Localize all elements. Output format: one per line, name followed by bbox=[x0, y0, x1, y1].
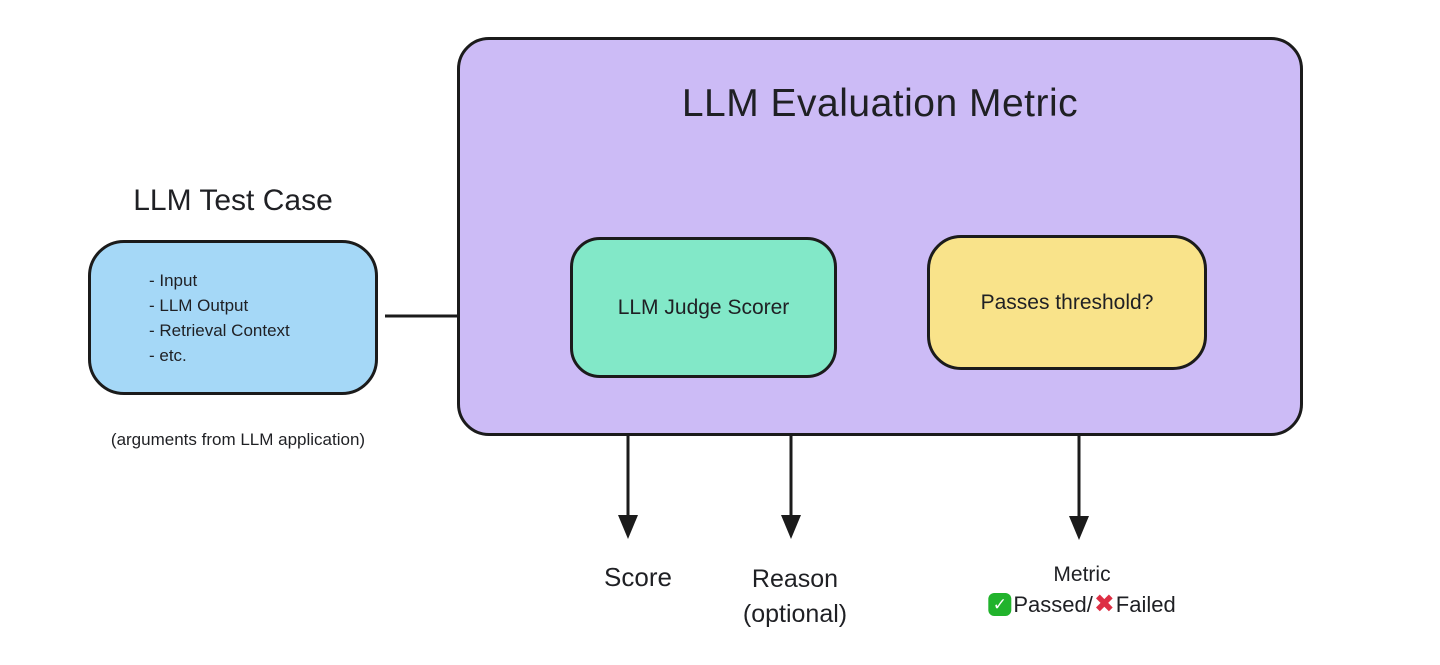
threshold-label: Passes threshold? bbox=[980, 290, 1154, 314]
test-case-item: - LLM Output bbox=[149, 295, 249, 315]
metric-label: Metric ✓ Passed/ ✖ Failed bbox=[988, 562, 1176, 618]
test-case-item: - Retrieval Context bbox=[149, 320, 290, 340]
score-label: Score bbox=[604, 562, 672, 592]
test-case-box: - Input - LLM Output - Retrieval Context… bbox=[88, 240, 378, 395]
check-icon: ✓ bbox=[988, 593, 1012, 616]
metric-failed-text: Failed bbox=[1115, 592, 1176, 617]
threshold-box: Passes threshold? bbox=[927, 235, 1207, 370]
judge-scorer-label: LLM Judge Scorer bbox=[617, 295, 790, 319]
judge-scorer-box: LLM Judge Scorer bbox=[570, 237, 837, 378]
metric-passed-text: Passed/ bbox=[1013, 592, 1093, 617]
cross-icon: ✖ bbox=[1093, 590, 1115, 618]
test-case-list: - Input - LLM Output - Retrieval Context… bbox=[91, 268, 290, 368]
test-case-item: - Input bbox=[149, 270, 198, 290]
metric-label-line1: Metric bbox=[1053, 563, 1111, 586]
evaluation-metric-title: LLM Evaluation Metric bbox=[681, 82, 1079, 125]
test-case-item: - etc. bbox=[149, 345, 187, 365]
test-case-title: LLM Test Case bbox=[133, 184, 333, 217]
reason-label-line2: (optional) bbox=[742, 600, 848, 628]
reason-label: Reason (optional) bbox=[743, 562, 847, 632]
test-case-caption: (arguments from LLM application) bbox=[110, 430, 366, 449]
reason-label-line1: Reason bbox=[751, 565, 839, 593]
metric-label-line2: ✓ Passed/ ✖ Failed bbox=[988, 590, 1176, 618]
